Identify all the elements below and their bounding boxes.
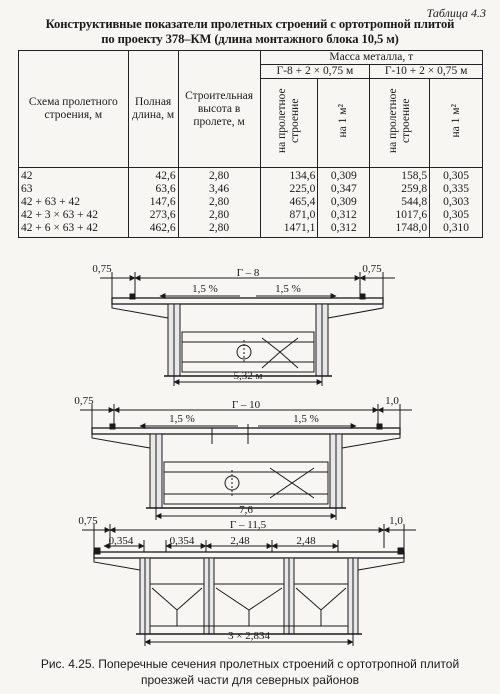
d3-gabarit: Г – 11,5 — [230, 519, 267, 531]
header-g10: Г-10 + 2 × 0,75 м — [369, 64, 483, 79]
cell-g8-total: 465,4 — [259, 196, 319, 209]
cross-sections-drawing: 0,75 0,75 Г – 8 1,5 % 1,5 % 5,32 м — [74, 263, 416, 646]
d1-slope-right: 1,5 % — [275, 283, 301, 295]
cross-section-g10 — [80, 404, 412, 520]
cell-g10-m2: 0,305 — [429, 209, 483, 222]
d3-dim-1: 0,354 — [109, 535, 134, 547]
cell-scheme: 42 + 6 × 63 + 42 — [18, 222, 129, 238]
cell-g8-total: 871,0 — [259, 209, 319, 222]
d1-slope-left: 1,5 % — [192, 283, 218, 295]
header-height: Строительная высота в пролете, м — [177, 50, 261, 168]
cell-scheme: 42 — [18, 167, 129, 183]
d3-left-width: 0,75 — [78, 515, 98, 527]
table-title: Конструктивные показатели пролетных стро… — [0, 17, 500, 47]
d1-girder-spacing: 5,32 м — [234, 370, 263, 382]
d2-slope-right: 1,5 % — [293, 413, 319, 425]
d3-dim-2: 0,354 — [170, 535, 195, 547]
cell-g8-m2: 0,312 — [317, 222, 371, 238]
d1-gabarit: Г – 8 — [237, 267, 260, 279]
cell-g10-m2: 0,305 — [429, 167, 483, 183]
cell-g8-m2: 0,309 — [317, 196, 371, 209]
cell-scheme: 63 — [18, 183, 129, 196]
cell-g10-m2: 0,310 — [429, 222, 483, 238]
cross-section-g11-5 — [82, 524, 416, 646]
table-row: 42 + 6 × 63 + 42 462,6 2,80 1471,1 0,312… — [18, 222, 483, 238]
figure-caption-line1: Рис. 4.25. Поперечные сечения пролетных … — [40, 657, 460, 671]
cell-g8-m2: 0,309 — [317, 167, 371, 183]
table-row: 42 + 3 × 63 + 42 273,6 2,80 871,0 0,312 … — [18, 209, 483, 222]
d2-right-width: 1,0 — [385, 395, 399, 407]
figure-caption-line2: проезжей части для северных районов — [140, 673, 360, 687]
table-title-line1: Конструктивные показатели пролетных стро… — [45, 17, 455, 31]
header-length: Полная длина, м — [127, 50, 179, 168]
cell-length: 42,6 — [127, 167, 179, 183]
cell-g10-total: 1748,0 — [369, 222, 431, 238]
cell-g10-m2: 0,303 — [429, 196, 483, 209]
header-g8-total: на пролетное строение — [259, 78, 319, 168]
cell-scheme: 42 + 63 + 42 — [18, 196, 129, 209]
cell-g8-total: 134,6 — [259, 167, 319, 183]
cell-g10-total: 544,8 — [369, 196, 431, 209]
cell-length: 462,6 — [127, 222, 179, 238]
header-g8-m2: на 1 м² — [317, 78, 371, 168]
d3-dim-3: 2,48 — [230, 535, 250, 547]
d2-slope-left: 1,5 % — [169, 413, 195, 425]
header-scheme: Схема пролетного строения, м — [18, 50, 129, 168]
cell-g10-total: 259,8 — [369, 183, 431, 196]
d2-left-width: 0,75 — [74, 395, 94, 407]
header-g10-total: на пролетное строение — [369, 78, 431, 168]
d3-girder-spacing: 3 × 2,834 — [228, 630, 270, 642]
header-g10-m2: на 1 м² — [429, 78, 483, 168]
table-row: 63 63,6 3,46 225,0 0,347 259,8 0,335 — [18, 183, 483, 196]
figure-caption: Рис. 4.25. Поперечные сечения пролетных … — [0, 656, 500, 688]
table-number: Таблица 4.3 — [426, 6, 486, 20]
cell-g8-total: 225,0 — [259, 183, 319, 196]
d2-girder-spacing: 7,6 — [239, 504, 253, 516]
cell-height: 2,80 — [177, 196, 261, 209]
header-metal-mass: Масса металла, т — [259, 50, 484, 65]
cell-length: 273,6 — [127, 209, 179, 222]
cell-scheme: 42 + 3 × 63 + 42 — [18, 209, 129, 222]
d3-right-width: 1,0 — [389, 515, 403, 527]
cross-section-g8 — [100, 272, 395, 386]
cell-height: 2,80 — [177, 222, 261, 238]
cell-g8-m2: 0,347 — [317, 183, 371, 196]
table-row: 42 + 63 + 42 147,6 2,80 465,4 0,309 544,… — [18, 196, 483, 209]
cell-height: 2,80 — [177, 167, 261, 183]
d1-left-width: 0,75 — [92, 263, 112, 275]
cell-length: 147,6 — [127, 196, 179, 209]
table-row: 42 42,6 2,80 134,6 0,309 158,5 0,305 — [18, 167, 483, 183]
data-table: Схема пролетного строения, м Полная длин… — [18, 50, 484, 238]
cell-height: 3,46 — [177, 183, 261, 196]
cell-g10-m2: 0,335 — [429, 183, 483, 196]
header-g8: Г-8 + 2 × 0,75 м — [259, 64, 371, 79]
cell-g10-total: 1017,6 — [369, 209, 431, 222]
d3-dim-4: 2,48 — [296, 535, 316, 547]
d2-gabarit: Г – 10 — [232, 399, 261, 411]
cell-g8-total: 1471,1 — [259, 222, 319, 238]
d1-right-width: 0,75 — [362, 263, 382, 275]
table-title-line2: по проекту 378–КМ (длина монтажного блок… — [101, 32, 399, 46]
cell-height: 2,80 — [177, 209, 261, 222]
cell-length: 63,6 — [127, 183, 179, 196]
cell-g10-total: 158,5 — [369, 167, 431, 183]
cell-g8-m2: 0,312 — [317, 209, 371, 222]
